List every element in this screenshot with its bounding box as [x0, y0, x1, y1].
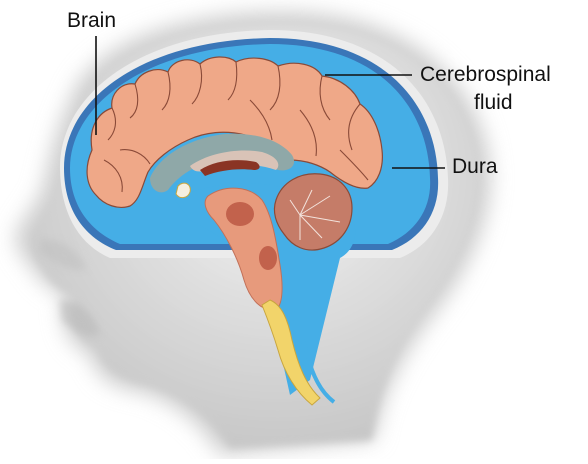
brain-label: Brain	[67, 9, 117, 32]
brain	[86, 56, 383, 208]
cerebrospinal-fluid-label-line1: Cerebrospinal	[420, 63, 551, 86]
dura-label: Dura	[452, 155, 498, 178]
cerebellum	[273, 173, 353, 251]
thalamus	[200, 160, 260, 176]
medulla	[259, 246, 277, 270]
pons	[226, 202, 254, 226]
leader-lines	[95, 36, 445, 169]
cerebrospinal-fluid-label-line2: fluid	[474, 91, 513, 114]
brain-gyri	[103, 61, 369, 193]
spinal-canal	[284, 298, 336, 404]
spinal-cord	[261, 299, 321, 406]
optic-chiasm	[175, 182, 191, 199]
ventricle	[150, 133, 295, 193]
